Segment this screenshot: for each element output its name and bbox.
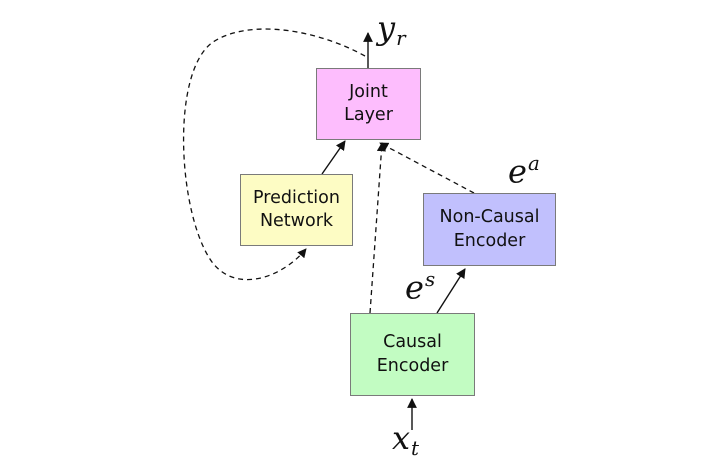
edge-causal-to-joint xyxy=(369,142,386,314)
input-label-subscript: t xyxy=(411,436,420,460)
non-causal-encoder-label: Non-Causal Encoder xyxy=(439,207,540,251)
full-context-embedding-label-e-a: ea xyxy=(508,152,540,191)
causal-encoder-label: Causal Encoder xyxy=(376,332,449,376)
joint-layer-box: Joint Layer xyxy=(316,68,421,140)
causal-encoder-box: Causal Encoder xyxy=(350,313,475,396)
edge-output-to-prediction-network xyxy=(182,28,366,281)
streaming-embedding-label-e-s: es xyxy=(405,268,436,307)
prediction-network-label: Prediction Network xyxy=(253,187,340,231)
edge-non-causal-to-joint xyxy=(379,142,475,194)
output-label-base: y xyxy=(377,9,396,47)
input-label-base: x xyxy=(392,419,411,457)
edge-prediction-network-to-joint xyxy=(321,140,346,175)
full-context-embedding-base: e xyxy=(508,152,527,191)
joint-layer-label: Joint Layer xyxy=(344,81,393,125)
edge-causal-to-non-causal xyxy=(436,268,466,314)
streaming-embedding-superscript: s xyxy=(424,268,436,291)
full-context-embedding-superscript: a xyxy=(527,152,540,175)
non-causal-encoder-box: Non-Causal Encoder xyxy=(423,193,556,266)
output-label-subscript: r xyxy=(396,26,406,50)
prediction-network-box: Prediction Network xyxy=(240,174,353,246)
input-label-x-t: xt xyxy=(392,422,419,458)
streaming-embedding-base: e xyxy=(405,268,424,307)
output-label-y-r: yr xyxy=(377,12,406,48)
